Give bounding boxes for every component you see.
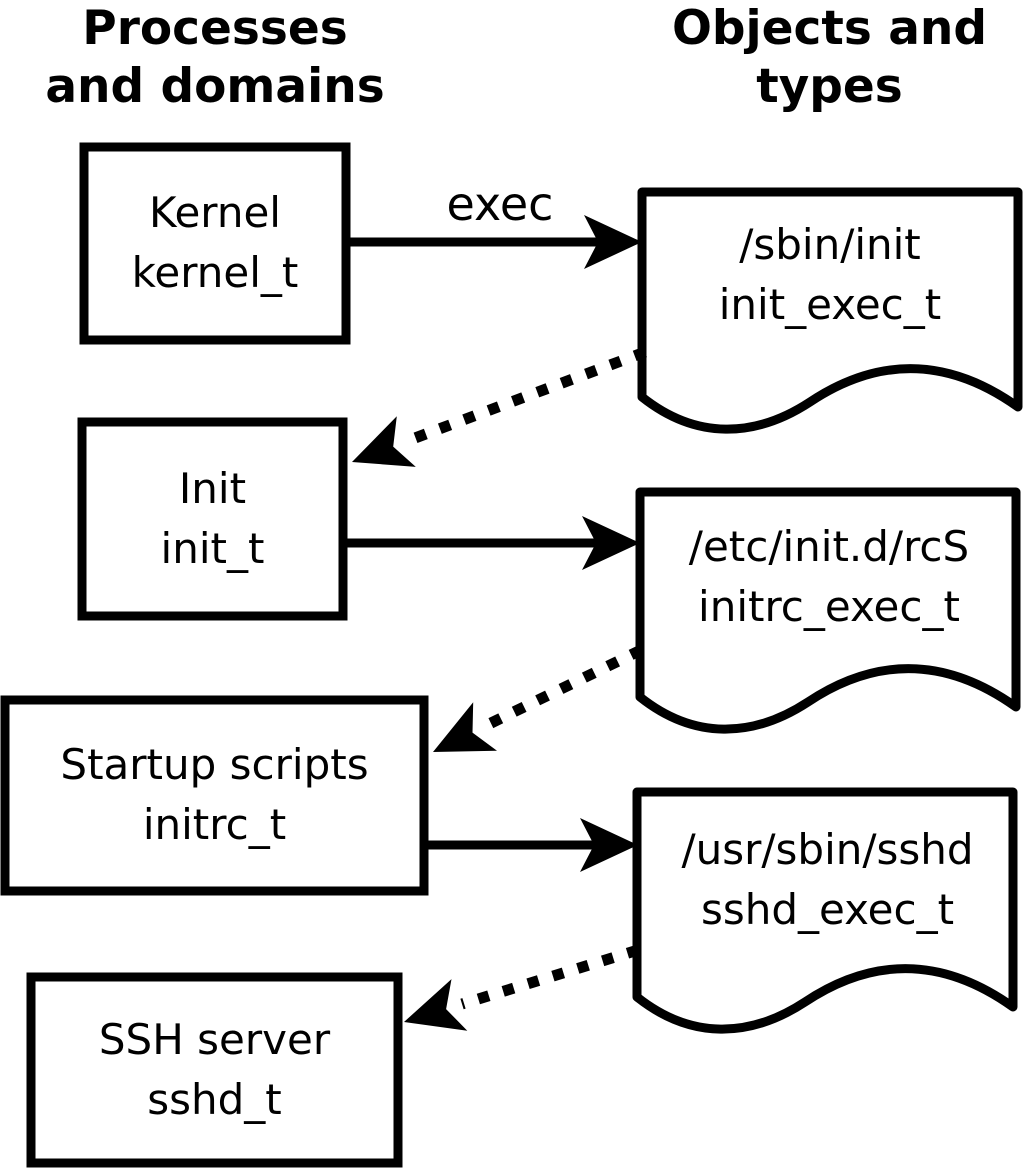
object-type: sshd_exec_t [700,885,955,934]
exec-arrow-kernel-to-sbin-init [347,215,642,269]
process-box-ssh-server-shape [26,972,403,1168]
object-path: /sbin/init [739,220,921,269]
process-domain: initrc_t [142,800,287,849]
process-box-kernel-shape [79,142,351,345]
exec-arrow-label: exec [446,177,554,231]
right-column-header-line2: types [756,59,903,114]
process-box-ssh-server-label: SSH server sshd_t [31,1010,398,1130]
process-box-startup-scripts-shape [0,695,429,896]
process-name: SSH server [98,1015,331,1064]
transition-arrow-sbin-init-to-init [352,346,647,467]
process-domain: sshd_t [147,1075,282,1124]
exec-arrow-startup-to-sshd [426,818,638,872]
process-box-kernel-label: Kernel kernel_t [84,183,346,303]
process-domain: init_t [160,524,265,573]
object-doc-usr-sbin-sshd-label: /usr/sbin/sshd sshd_exec_t [637,820,1018,940]
object-path: /etc/init.d/rcS [688,522,970,571]
object-doc-etc-initd-rcs-label: /etc/init.d/rcS initrc_exec_t [640,517,1018,637]
exec-arrow-init-to-rcs [345,516,640,570]
transition-arrow-sshd-to-ssh-server [404,944,640,1031]
process-name: Init [178,464,247,513]
object-doc-sbin-init-shape [637,187,1023,434]
object-doc-etc-initd-rcs-shape [635,487,1021,734]
process-box-init-label: Init init_t [82,459,343,579]
right-column-header: Objects and types [635,0,1024,116]
left-column-header-line1: Processes [82,1,348,56]
object-path: /usr/sbin/sshd [681,825,974,874]
process-box-init-shape [77,417,348,621]
right-column-header-line1: Objects and [671,1,988,56]
object-type: init_exec_t [718,280,942,329]
process-name: Startup scripts [60,740,369,789]
left-column-header-line2: and domains [45,59,385,114]
object-doc-usr-sbin-sshd-shape [632,787,1018,1034]
process-box-startup-scripts-label: Startup scripts initrc_t [5,735,424,855]
object-type: initrc_exec_t [698,582,960,631]
object-doc-sbin-init-label: /sbin/init init_exec_t [642,215,1018,335]
transition-arrow-rcs-to-startup [433,645,644,752]
process-domain: kernel_t [131,248,299,297]
process-name: Kernel [149,188,281,237]
left-column-header: Processes and domains [20,0,410,116]
